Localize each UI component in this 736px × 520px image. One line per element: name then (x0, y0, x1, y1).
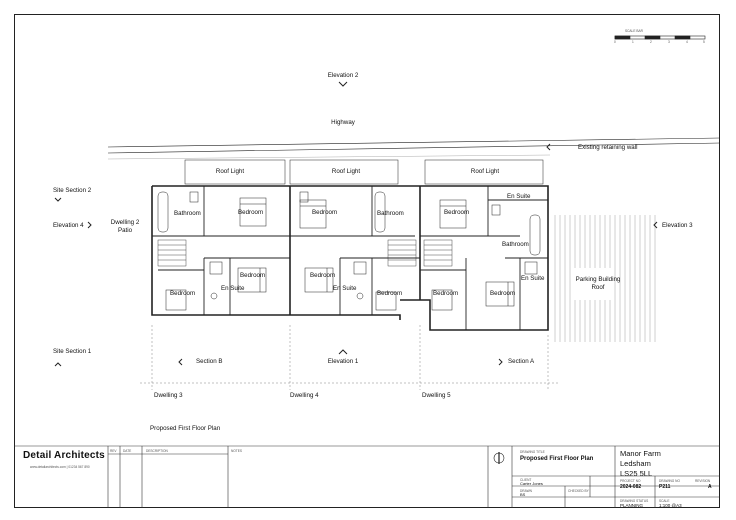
revision-header: REV (110, 449, 117, 453)
dwelling-2-patio-label: Dwelling 2 Patio (110, 219, 140, 234)
internal-walls (152, 186, 548, 330)
dwelling-4-label: Dwelling 4 (290, 392, 319, 399)
dwelling-boundaries (140, 325, 560, 390)
site-section-1-arrow (54, 362, 62, 367)
notes-header: NOTES (231, 449, 242, 453)
project-no: 2024-082 (620, 484, 642, 490)
elevation-3-label: Elevation 3 (662, 222, 693, 229)
drawing-no-label: DRAWING NO (659, 479, 680, 483)
room-label-bedroom: Bedroom (312, 209, 338, 216)
status-label: DRAWING STATUS (620, 499, 649, 503)
roof-light-area-3 (424, 159, 544, 185)
room-label-bathroom: Bathroom (377, 210, 404, 217)
elevation-2-arrow (338, 81, 348, 87)
scale-tick: 3 (668, 40, 670, 44)
room-label-bedroom: Bedroom (238, 209, 264, 216)
drawing-sheet-border (14, 14, 720, 508)
title-block-frame (14, 445, 720, 508)
room-label-bathroom: Bathroom (174, 210, 201, 217)
roof-light-label-2: Roof Light (331, 168, 361, 175)
site-section-1-label: Site Section 1 (53, 348, 92, 355)
firm-contact: www.detailarchitects.com | 01234 567 890 (30, 465, 90, 469)
revision-label: REVISION (695, 479, 711, 483)
elevation-1-arrow (338, 349, 348, 355)
highway-label: Highway (331, 119, 355, 126)
building-outline (151, 185, 549, 331)
elevation-2-label: Elevation 2 (327, 72, 359, 79)
elevation-4-label: Elevation 4 (53, 222, 84, 229)
room-label-en-suite: En Suite (521, 275, 545, 282)
parking-building-roof-label: Parking Building Roof (575, 276, 621, 291)
scale-tick: 4 (686, 40, 688, 44)
site-section-2-arrow (54, 197, 62, 202)
room-label-bedroom: Bedroom (310, 272, 336, 279)
revision-header: DESCRIPTION (146, 449, 168, 453)
roof-light-area-2 (289, 159, 399, 185)
firm-name: Detail Architects (23, 450, 105, 461)
revision-header: DATE (123, 449, 132, 453)
section-b-arrow (178, 358, 183, 366)
revision-value: A (708, 484, 712, 490)
status-value: PLANNING (620, 503, 644, 508)
drawn-label: DRAWN (520, 489, 532, 493)
dwelling-5-label: Dwelling 5 (422, 392, 451, 399)
drawn-value: BS (520, 492, 526, 497)
room-label-bedroom: Bedroom (240, 272, 266, 279)
elevation-4-arrow (87, 221, 92, 229)
room-label-en-suite: En Suite (221, 285, 245, 292)
client-label: CLIENT (520, 478, 532, 482)
roof-light-area-1 (184, 159, 286, 185)
scale-bar (614, 35, 706, 40)
roof-light-label-1: Roof Light (215, 168, 245, 175)
scale-tick: 0 (614, 40, 616, 44)
existing-retaining-wall-label: Existing retaining wall (578, 144, 638, 151)
roof-light-label-3: Roof Light (470, 168, 500, 175)
elevation-1-label: Elevation 1 (327, 358, 359, 365)
scale-bar-title: SCALE BAR (625, 29, 643, 33)
highway-line-1 (107, 137, 721, 148)
room-label-bedroom: Bedroom (170, 290, 196, 297)
room-label-bedroom: Bedroom (444, 209, 470, 216)
drawing-title-label: DRAWING TITLE (520, 450, 545, 454)
retaining-wall-pointer (546, 143, 551, 151)
stairs (157, 239, 453, 267)
room-label-bedroom: Bedroom (490, 290, 516, 297)
scale-label: SCALE (659, 499, 670, 503)
highway-line-2 (107, 142, 721, 154)
room-label-bedroom: Bedroom (433, 290, 459, 297)
dwelling-3-label: Dwelling 3 (154, 392, 183, 399)
drawing-title: Proposed First Floor Plan (520, 456, 594, 462)
scale-tick: 5 (703, 40, 705, 44)
scale-value: 1:100 @A3 (659, 503, 682, 508)
project-no-label: PROJECT NO (620, 479, 641, 483)
room-label-bedroom: Bedroom (377, 290, 403, 297)
room-label-en-suite: En Suite (333, 285, 357, 292)
room-label-bathroom: Bathroom (502, 241, 529, 248)
client-value: Carter Jones (520, 481, 543, 486)
section-a-label: Section A (508, 358, 535, 365)
plan-title: Proposed First Floor Plan (150, 425, 221, 432)
section-a-arrow (498, 358, 503, 366)
drawing-no: P211 (659, 484, 671, 490)
scale-tick: 2 (650, 40, 652, 44)
site-section-2-label: Site Section 2 (53, 187, 92, 194)
parking-roof-hatch (554, 215, 656, 342)
sanitary-fittings (157, 191, 541, 300)
project-line-2: Ledsham (620, 459, 651, 468)
beds (165, 197, 515, 311)
project-line-1: Manor Farm (620, 449, 661, 458)
section-b-label: Section B (196, 358, 223, 365)
elevation-3-arrow (653, 221, 658, 229)
room-label-en-suite: En Suite (507, 193, 531, 200)
checked-label: CHECKED BY (568, 489, 589, 493)
scale-tick: 1 (632, 40, 634, 44)
project-line-3: LS25 5LL (620, 469, 653, 478)
